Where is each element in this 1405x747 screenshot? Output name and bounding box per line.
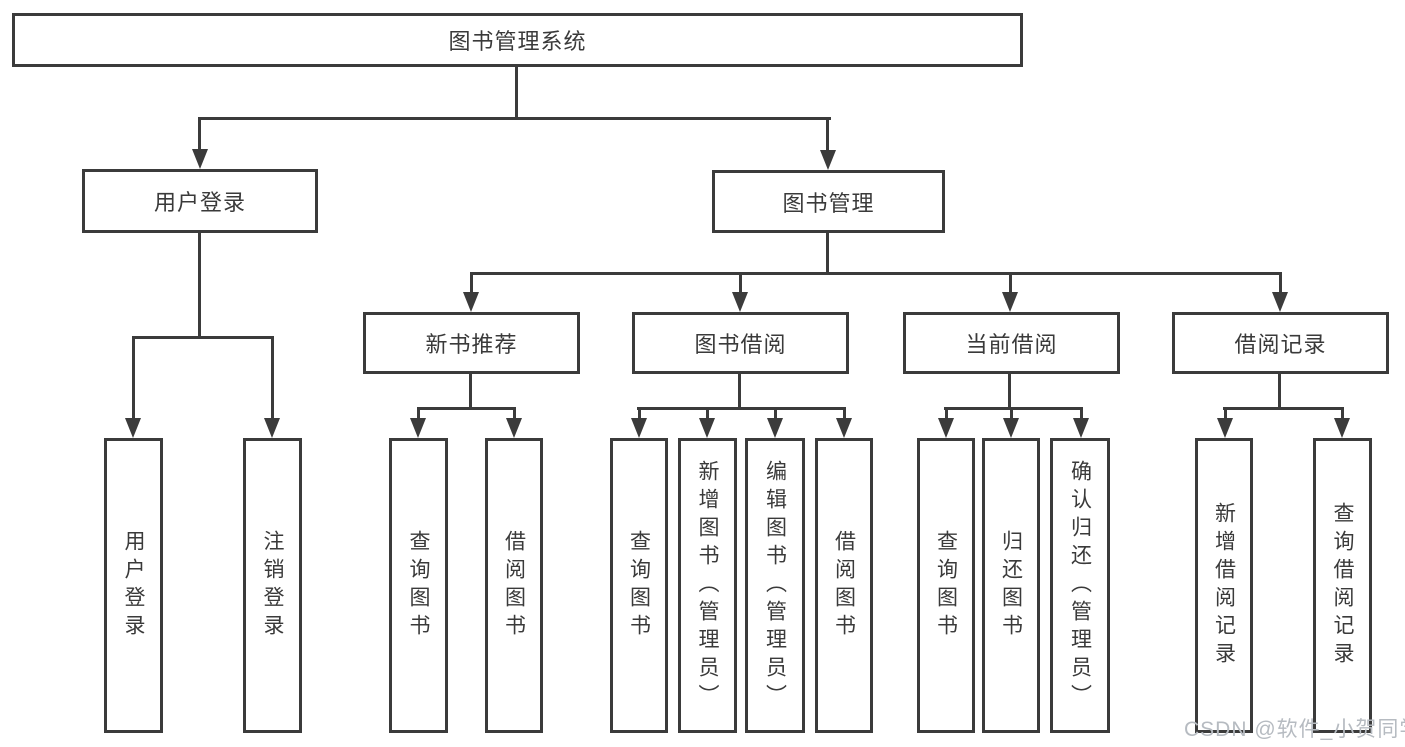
connector-line xyxy=(826,117,829,153)
connector-line xyxy=(271,336,274,422)
node-book-management-branch-label: 图书管理 xyxy=(782,190,875,216)
connector-line xyxy=(706,407,709,422)
connector-line xyxy=(417,407,516,410)
connector-line xyxy=(1080,407,1083,422)
node-new-book-recommendation-label: 新书推荐 xyxy=(425,332,518,357)
arrow-down-icon xyxy=(410,418,426,438)
connector-line xyxy=(417,407,420,422)
arrow-down-icon xyxy=(767,418,783,438)
connector-line xyxy=(515,66,518,118)
leaf-query-book-current-label: 查询图书 xyxy=(934,529,958,642)
arrow-down-icon xyxy=(264,418,280,438)
connector-line xyxy=(738,374,741,409)
arrow-down-icon xyxy=(836,418,852,438)
leaf-query-book-borrowing-label: 查询图书 xyxy=(627,529,651,642)
leaf-user-login: 用户登录 xyxy=(104,438,163,733)
connector-line xyxy=(774,407,777,422)
node-user-login-branch: 用户登录 xyxy=(82,169,318,233)
node-current-borrowing: 当前借阅 xyxy=(903,312,1120,374)
leaf-query-book-recommend: 查询图书 xyxy=(389,438,448,733)
leaf-add-borrow-record: 新增借阅记录 xyxy=(1195,438,1253,733)
connector-line xyxy=(1009,272,1012,296)
connector-line xyxy=(1223,407,1344,410)
arrow-down-icon xyxy=(631,418,647,438)
connector-line xyxy=(944,407,1083,410)
connector-line xyxy=(513,407,516,422)
connector-line xyxy=(470,272,1282,275)
leaf-add-borrow-record-label: 新增借阅记录 xyxy=(1212,501,1236,670)
node-book-management-branch: 图书管理 xyxy=(712,170,945,233)
leaf-add-book-admin-label: 新增图书（管理员） xyxy=(696,459,719,712)
node-root-label: 图书管理系统 xyxy=(448,29,587,54)
leaf-return-book-label: 归还图书 xyxy=(999,529,1023,642)
connector-line xyxy=(198,233,201,338)
arrow-down-icon xyxy=(938,418,954,438)
connector-line xyxy=(1278,374,1281,409)
node-new-book-recommendation: 新书推荐 xyxy=(363,312,580,374)
leaf-edit-book-admin-label: 编辑图书（管理员） xyxy=(763,459,787,712)
arrow-down-icon xyxy=(1003,418,1019,438)
connector-line xyxy=(1279,272,1282,296)
leaf-borrow-book-label: 借阅图书 xyxy=(832,529,856,642)
arrow-down-icon xyxy=(506,418,522,438)
connector-line xyxy=(843,407,846,422)
node-user-login-branch-label: 用户登录 xyxy=(153,190,246,215)
connector-line xyxy=(637,407,846,410)
arrow-down-icon xyxy=(192,149,208,169)
connector-line xyxy=(638,407,641,422)
arrow-down-icon xyxy=(1217,418,1233,438)
arrow-down-icon xyxy=(820,150,836,170)
leaf-query-book-current: 查询图书 xyxy=(917,438,975,733)
leaf-borrow-book: 借阅图书 xyxy=(815,438,873,733)
connector-line xyxy=(132,336,135,422)
leaf-logout: 注销登录 xyxy=(243,438,302,733)
connector-line xyxy=(1010,407,1013,422)
connector-line xyxy=(945,407,948,422)
node-root: 图书管理系统 xyxy=(12,13,1023,67)
connector-line xyxy=(198,117,201,152)
connector-line xyxy=(1008,374,1011,409)
leaf-logout-label: 注销登录 xyxy=(261,529,284,642)
node-borrowing-records-label: 借阅记录 xyxy=(1234,332,1327,357)
node-borrowing-records: 借阅记录 xyxy=(1172,312,1389,374)
node-book-borrowing: 图书借阅 xyxy=(632,312,849,374)
leaf-edit-book-admin: 编辑图书（管理员） xyxy=(745,438,805,733)
connector-line xyxy=(199,117,831,120)
leaf-confirm-return-admin-label: 确认归还（管理员） xyxy=(1068,459,1092,712)
leaf-query-book-recommend-label: 查询图书 xyxy=(407,529,430,642)
arrow-down-icon xyxy=(699,418,715,438)
connector-line xyxy=(470,272,473,296)
leaf-return-book: 归还图书 xyxy=(982,438,1040,733)
arrow-down-icon xyxy=(1272,292,1288,312)
leaf-add-book-admin: 新增图书（管理员） xyxy=(678,438,737,733)
leaf-query-borrow-record-label: 查询借阅记录 xyxy=(1331,501,1354,670)
arrow-down-icon xyxy=(732,292,748,312)
arrow-down-icon xyxy=(463,292,479,312)
connector-line xyxy=(826,233,829,274)
leaf-borrow-book-recommend-label: 借阅图书 xyxy=(502,529,526,642)
connector-line xyxy=(1224,407,1227,422)
node-book-borrowing-label: 图书借阅 xyxy=(694,332,787,357)
leaf-confirm-return-admin: 确认归还（管理员） xyxy=(1050,438,1110,733)
node-current-borrowing-label: 当前借阅 xyxy=(965,332,1058,357)
connector-line xyxy=(1341,407,1344,422)
csdn-watermark: CSDN @软件_小贺同学 xyxy=(1184,718,1405,741)
leaf-borrow-book-recommend: 借阅图书 xyxy=(485,438,543,733)
leaf-user-login-label: 用户登录 xyxy=(122,529,145,642)
leaf-query-book-borrowing: 查询图书 xyxy=(610,438,668,733)
connector-line xyxy=(132,336,274,339)
connector-line xyxy=(469,374,472,409)
leaf-query-borrow-record: 查询借阅记录 xyxy=(1313,438,1372,733)
arrow-down-icon xyxy=(1334,418,1350,438)
arrow-down-icon xyxy=(125,418,141,438)
connector-line xyxy=(739,272,742,296)
arrow-down-icon xyxy=(1073,418,1089,438)
arrow-down-icon xyxy=(1002,292,1018,312)
